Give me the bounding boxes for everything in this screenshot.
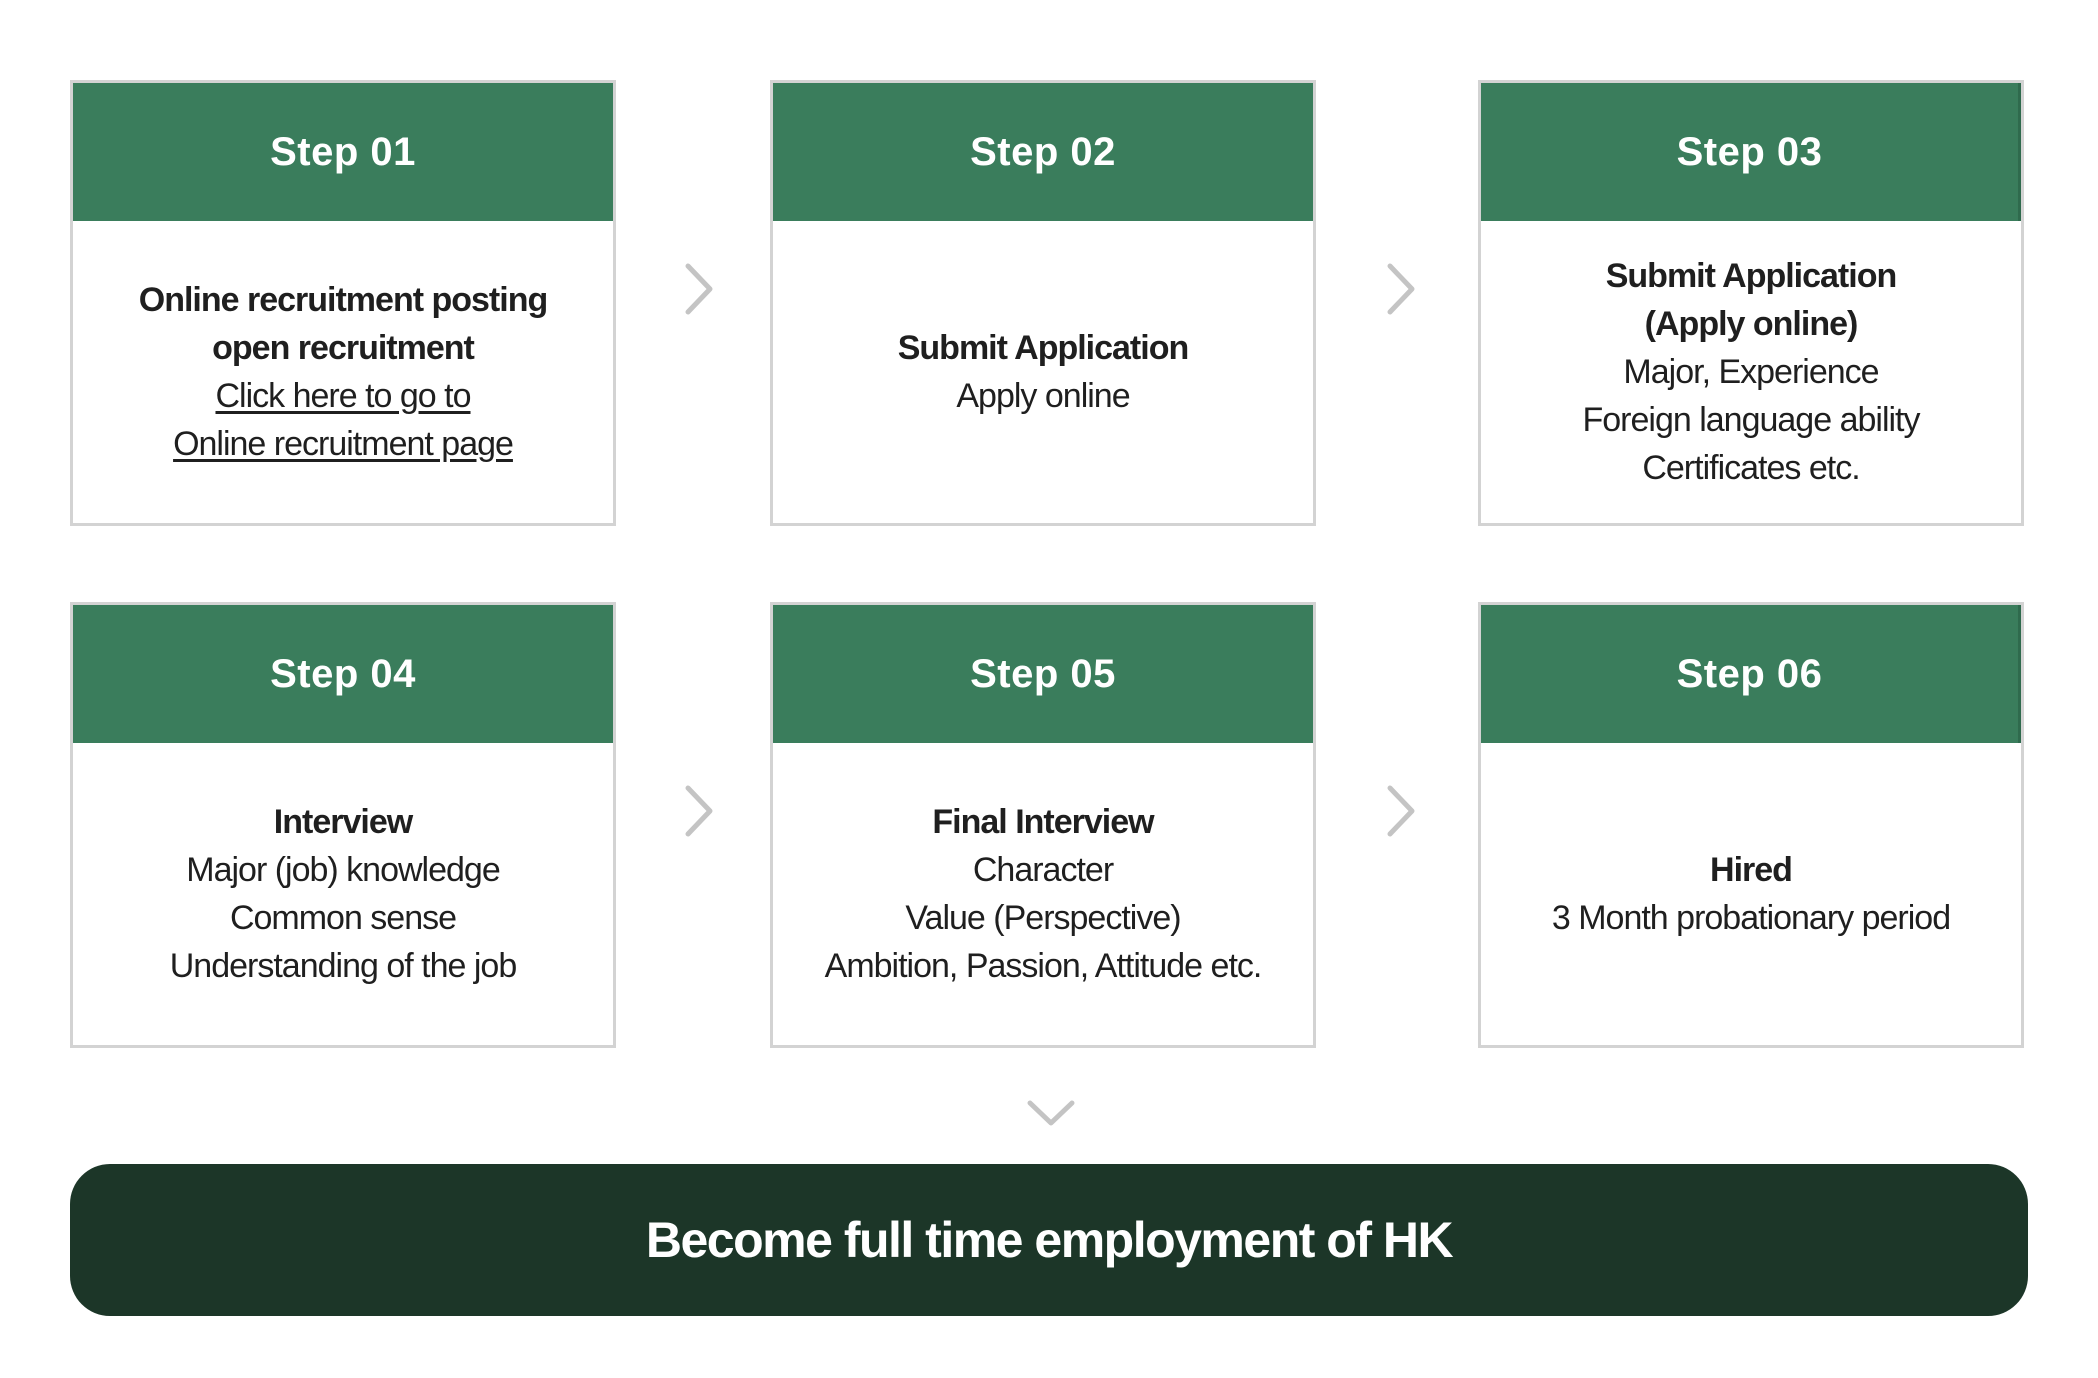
step-detail-line: Major, Experience [1623, 353, 1879, 391]
step-content: Interview Major (job) knowledge Common s… [73, 743, 613, 1045]
step-detail-line: Value (Perspective) [905, 899, 1181, 937]
step-content: Hired 3 Month probationary period [1481, 743, 2021, 1045]
step-detail-line: Apply online [956, 377, 1130, 415]
recruitment-link-line-1[interactable]: Click here to go to [215, 377, 471, 415]
step-content: Submit Application Apply online [773, 221, 1313, 523]
recruitment-link-line-2[interactable]: Online recruitment page [173, 425, 514, 463]
step-detail-line: Major (job) knowledge [186, 851, 500, 889]
step-detail-line: Certificates etc. [1642, 449, 1860, 487]
step-heading-line: Online recruitment posting [138, 281, 548, 319]
step-card-03: Step 03 Submit Application (Apply online… [1478, 80, 2024, 526]
step-heading-line: Submit Application [897, 329, 1190, 367]
full-time-employment-banner: Become full time employment of HK [70, 1164, 2028, 1316]
step-card-01: Step 01 Online recruitment posting open … [70, 80, 616, 526]
step-title: Step 05 [773, 605, 1313, 743]
step-detail-line: Character [972, 851, 1114, 889]
chevron-right-icon [1382, 262, 1422, 316]
chevron-down-icon [1026, 1098, 1076, 1128]
step-detail-line: Understanding of the job [169, 947, 517, 985]
step-detail-line: Ambition, Passion, Attitude etc. [824, 947, 1263, 985]
step-card-02: Step 02 Submit Application Apply online [770, 80, 1316, 526]
step-heading-line: Hired [1710, 851, 1793, 889]
step-heading-line: Submit Application [1605, 257, 1898, 295]
step-title: Step 06 [1481, 605, 2021, 743]
step-title: Step 03 [1481, 83, 2021, 221]
chevron-right-icon [680, 262, 720, 316]
step-card-05: Step 05 Final Interview Character Value … [770, 602, 1316, 1048]
step-detail-line: Common sense [229, 899, 457, 937]
step-content: Online recruitment posting open recruitm… [73, 221, 613, 523]
step-detail-line: Foreign language ability [1582, 401, 1920, 439]
chevron-right-icon [1382, 784, 1422, 838]
step-title: Step 02 [773, 83, 1313, 221]
chevron-right-icon [680, 784, 720, 838]
step-card-04: Step 04 Interview Major (job) knowledge … [70, 602, 616, 1048]
step-detail-line: 3 Month probationary period [1551, 899, 1951, 937]
step-title: Step 04 [73, 605, 613, 743]
step-title: Step 01 [73, 83, 613, 221]
step-heading-line: open recruitment [212, 329, 475, 367]
step-card-06: Step 06 Hired 3 Month probationary perio… [1478, 602, 2024, 1048]
step-content: Submit Application (Apply online) Major,… [1481, 221, 2021, 523]
step-heading-line: Interview [273, 803, 413, 841]
step-heading-line: (Apply online) [1644, 305, 1859, 343]
step-content: Final Interview Character Value (Perspec… [773, 743, 1313, 1045]
step-heading-line: Final Interview [932, 803, 1154, 841]
